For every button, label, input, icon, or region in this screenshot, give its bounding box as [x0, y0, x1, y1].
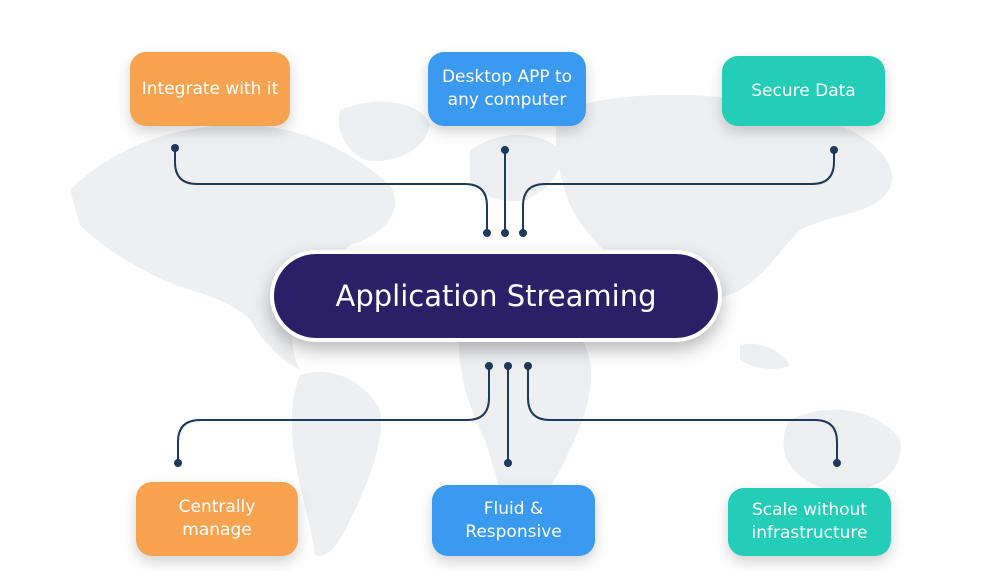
bottom-connector-dot — [524, 362, 532, 370]
node-label-line: any computer — [447, 90, 567, 110]
node-label-line: manage — [182, 520, 252, 540]
bottom-connector-dot — [504, 362, 512, 370]
bottom-connector-dot — [504, 459, 512, 467]
node-label-line: Responsive — [465, 521, 562, 542]
bottom-node-1: Centrally manage — [136, 482, 298, 556]
node-label: Secure Data — [751, 80, 855, 103]
top-connector-dot — [501, 146, 509, 154]
bottom-node-2: Fluid &Responsive — [432, 485, 595, 556]
top-connector-dot — [519, 229, 527, 237]
node-label: Scale without infrastructure — [751, 499, 867, 545]
top-node-2: Desktop APP to any computer — [428, 52, 586, 126]
hub-label: Application Streaming — [335, 279, 657, 313]
top-connector-3 — [522, 150, 835, 233]
node-label: Integrate with it — [142, 78, 279, 101]
node-label-line: Centrally — [178, 497, 256, 517]
top-connector-dot — [171, 144, 179, 152]
bottom-connector-dot — [485, 362, 493, 370]
bottom-connector-dot — [174, 459, 182, 467]
node-label-line: Fluid & — [483, 498, 544, 519]
node-label-line: infrastructure — [751, 523, 868, 543]
bottom-connector-dot — [833, 459, 841, 467]
node-label: Desktop APP to any computer — [442, 66, 572, 112]
bottom-connector-1 — [177, 366, 490, 463]
top-node-3: Secure Data — [722, 56, 885, 126]
node-label-line: Integrate with it — [141, 78, 279, 99]
bottom-connector-3 — [527, 366, 838, 463]
bottom-node-3: Scale without infrastructure — [728, 488, 891, 556]
top-connector-dot — [501, 229, 509, 237]
node-label: Fluid &Responsive — [465, 498, 561, 544]
top-node-1: Integrate with it — [130, 52, 290, 126]
node-label-line: Scale without — [751, 500, 868, 520]
top-connector-dot — [830, 146, 838, 154]
node-label: Centrally manage — [179, 496, 256, 542]
top-connector-dot — [483, 229, 491, 237]
top-connector-1 — [174, 148, 488, 233]
application-streaming-hub: Application Streaming — [270, 250, 722, 342]
node-label-line: Desktop APP to — [441, 67, 573, 87]
node-label-line: Secure Data — [751, 80, 856, 101]
